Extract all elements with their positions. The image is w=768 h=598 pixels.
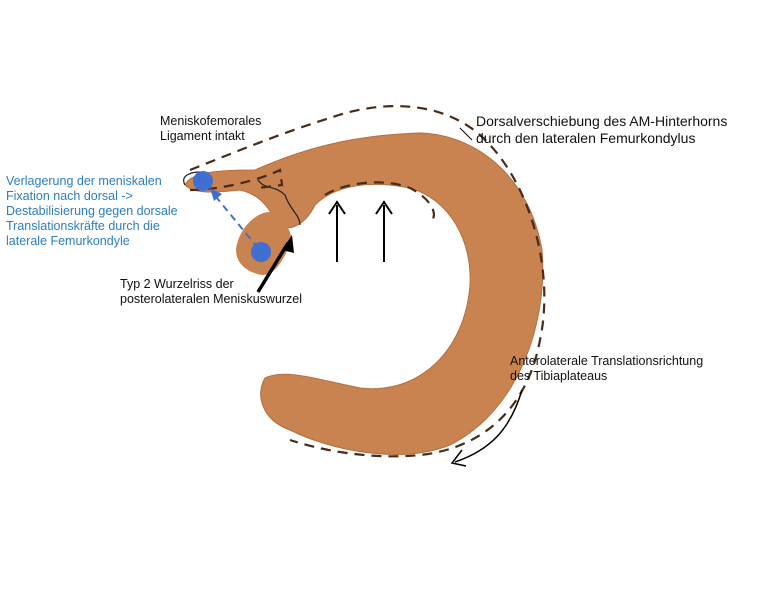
translation-arrowhead: [450, 449, 467, 467]
translation-direction-arrow: [454, 389, 523, 463]
root-tear-arrow: [256, 242, 290, 293]
tear-outline: [183, 171, 301, 226]
translation-label: Anterolaterale Translationsrichtung des …: [510, 354, 704, 383]
fixation-shift-arrow: [211, 191, 259, 249]
dorsal-label-pointer: [459, 127, 473, 141]
fixation-point-new: [193, 171, 213, 191]
dorsal-shift-label: Dorsalverschiebung des AM-Hinterhorns du…: [476, 113, 728, 146]
mfl-label: Meniskofemorales Ligament intakt: [160, 114, 262, 143]
root-tear-label: Typ 2 Wurzelriss der posterolateralen Me…: [120, 277, 303, 306]
fixation-shift-arrowhead: [210, 188, 222, 201]
fixation-point-old: [251, 242, 271, 262]
dorsal-shift-arrows: [328, 200, 393, 262]
fixation-shift-label: Verlagerung der meniskalen Fixation nach…: [6, 174, 178, 248]
root-tear-arrowhead: [282, 235, 294, 253]
original-position-outline: [189, 105, 546, 458]
meniscus-body: [184, 132, 544, 455]
